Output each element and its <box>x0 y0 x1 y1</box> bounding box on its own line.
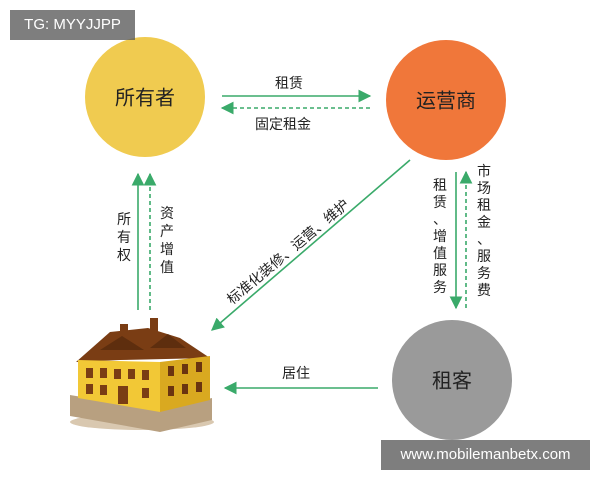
label-residence: 居住 <box>282 366 310 382</box>
vertical-label-char: 市 <box>477 163 491 180</box>
vertical-label-char: 、 <box>477 232 491 248</box>
vertical-label-char: 服 <box>433 263 447 279</box>
operator-label: 运营商 <box>416 89 476 113</box>
vertical-label-char: 场 <box>477 181 491 197</box>
arrows <box>131 89 473 395</box>
vertical-label-char: 值 <box>160 260 174 276</box>
vertical-label-char: 费 <box>477 283 491 299</box>
vertical-label-char: 金 <box>477 215 491 231</box>
operator-circle <box>386 40 506 160</box>
vertical-label-char: 务 <box>477 266 491 282</box>
vertical-label-char: 权 <box>117 248 131 264</box>
arrow-operator-to-house <box>211 159 411 331</box>
vertical-label-char: 产 <box>160 224 174 240</box>
owner-node: 所有者 <box>85 37 205 157</box>
vertical-label-char: 租 <box>477 198 491 214</box>
label-ownership: 所有权 <box>117 212 131 264</box>
vertical-label-char: 租 <box>433 178 447 194</box>
label-lease: 租赁 <box>275 76 303 92</box>
owner-label: 所有者 <box>115 86 175 110</box>
watermark-top: TG: MYYJJPP <box>10 10 135 40</box>
operator-node: 运营商 <box>386 40 506 160</box>
vertical-label-char: 资 <box>160 206 174 222</box>
label-standard-renovation: 标准化装修、运营、维护 <box>224 197 352 308</box>
vertical-label-char: 有 <box>117 230 131 246</box>
tenant-node: 租客 <box>392 320 512 440</box>
tenant-label: 租客 <box>432 369 472 393</box>
tenant-circle <box>392 320 512 440</box>
owner-circle <box>85 37 205 157</box>
vertical-label-char: 增 <box>433 229 447 245</box>
label-fixed-rent: 固定租金 <box>255 117 311 133</box>
vertical-label-char: 赁 <box>433 195 447 211</box>
vertical-label-char: 务 <box>433 280 447 296</box>
vertical-label-char: 增 <box>160 242 174 258</box>
vertical-label-char: 、 <box>433 212 447 228</box>
watermark-bottom: www.mobilemanbetx.com <box>381 440 590 470</box>
vertical-label-char: 值 <box>433 246 447 262</box>
vertical-label-char: 所 <box>117 212 131 228</box>
house-illustration <box>70 318 214 432</box>
vertical-label-char: 服 <box>477 249 491 265</box>
